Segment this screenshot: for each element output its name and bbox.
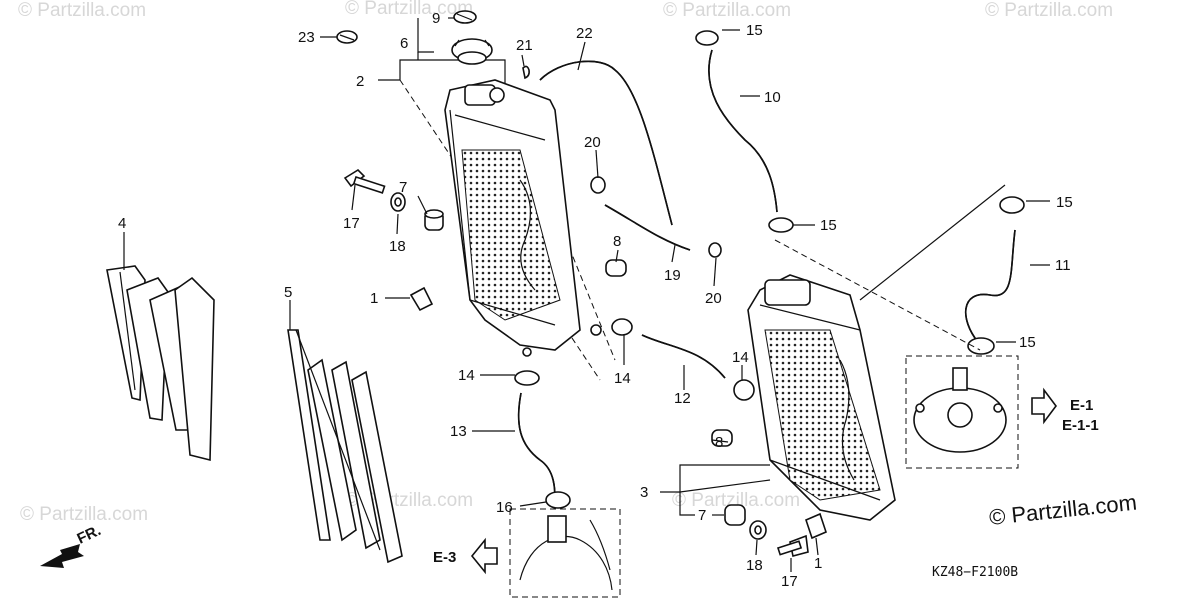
watermark: © Partzilla.com bbox=[985, 0, 1113, 21]
bolt-right bbox=[776, 534, 809, 557]
watermark-layer: © Partzilla.com © Partzilla.com © Partzi… bbox=[18, 0, 1113, 525]
mount-plate-right bbox=[805, 512, 827, 540]
clip-21 bbox=[522, 65, 530, 80]
seal-washer bbox=[336, 30, 358, 44]
callout-18: 18 bbox=[389, 238, 406, 255]
hose-clamps bbox=[514, 30, 1025, 509]
leader-line bbox=[859, 184, 1006, 301]
callout-15: 15 bbox=[746, 22, 763, 39]
callout-14: 14 bbox=[458, 367, 475, 384]
cylinder-head-inset bbox=[905, 355, 1019, 469]
reference-e3: E-3 bbox=[433, 549, 456, 566]
callout-leaders bbox=[123, 17, 1050, 572]
callout-16: 16 bbox=[496, 499, 513, 516]
callout-7: 7 bbox=[399, 179, 407, 196]
cap-seal bbox=[453, 10, 477, 24]
callout-14: 14 bbox=[614, 370, 631, 387]
callout-20: 20 bbox=[705, 290, 722, 307]
radiator-louver-5 bbox=[287, 329, 403, 564]
callout-20: 20 bbox=[584, 134, 601, 151]
callout-4: 4 bbox=[118, 215, 126, 232]
callout-12: 12 bbox=[674, 390, 691, 407]
radiator-cap bbox=[451, 38, 493, 65]
callout-8: 8 bbox=[715, 434, 723, 451]
hose-13 bbox=[517, 392, 556, 501]
callout-6: 6 bbox=[400, 35, 408, 52]
callout-11: 11 bbox=[1055, 257, 1071, 274]
callout-21: 21 bbox=[516, 37, 533, 54]
radiator-right bbox=[747, 274, 896, 521]
front-arrow-icon bbox=[40, 544, 84, 568]
callout-13: 13 bbox=[450, 423, 467, 440]
callout-1: 1 bbox=[370, 290, 378, 307]
callout-1: 1 bbox=[814, 555, 822, 572]
callout-10: 10 bbox=[764, 89, 781, 106]
callout-22: 22 bbox=[576, 25, 593, 42]
cylinder-inset bbox=[509, 508, 621, 598]
reference-arrow-e3 bbox=[470, 537, 498, 575]
reference-e1-1: E-1-1 bbox=[1062, 417, 1099, 434]
washer-right bbox=[749, 520, 767, 540]
callout-17: 17 bbox=[781, 573, 798, 590]
callout-15: 15 bbox=[1019, 334, 1036, 351]
callout-17: 17 bbox=[343, 215, 360, 232]
callout-3: 3 bbox=[640, 484, 648, 501]
grommet-right bbox=[724, 504, 746, 526]
callout-19: 19 bbox=[664, 267, 681, 284]
callout-8: 8 bbox=[613, 233, 621, 250]
callout-2: 2 bbox=[356, 73, 364, 90]
watermark: © Partzilla.com bbox=[672, 490, 800, 511]
callout-18: 18 bbox=[746, 557, 763, 574]
callout-14: 14 bbox=[732, 349, 749, 366]
callout-labels: 23 9 6 21 22 15 10 2 20 7 17 18 8 19 20 … bbox=[118, 10, 1073, 590]
watermark: © Partzilla.com bbox=[18, 0, 146, 21]
callout-5: 5 bbox=[284, 284, 292, 301]
watermark: © Partzilla.com bbox=[20, 504, 148, 525]
radiator-shroud-4 bbox=[106, 265, 215, 462]
watermark: © Partzilla.com bbox=[663, 0, 791, 21]
radiator-left bbox=[444, 79, 602, 357]
watermark: © Partzilla.com bbox=[345, 0, 473, 19]
callout-23: 23 bbox=[298, 29, 315, 46]
leader-line bbox=[774, 239, 981, 351]
callout-7: 7 bbox=[698, 507, 706, 524]
diagram-code: KZ48−F2100B bbox=[932, 565, 1018, 580]
callout-9: 9 bbox=[432, 10, 440, 27]
hose-10 bbox=[708, 49, 778, 213]
bolt-left bbox=[343, 168, 386, 194]
callout-15: 15 bbox=[1056, 194, 1073, 211]
reference-e1: E-1 bbox=[1070, 397, 1093, 414]
partzilla-logo: © Partzilla.com bbox=[988, 490, 1138, 530]
grommet-left bbox=[424, 209, 444, 231]
callout-15: 15 bbox=[820, 217, 837, 234]
mount-plate-left bbox=[409, 286, 434, 312]
reference-arrow-e1 bbox=[1031, 387, 1057, 425]
washer-left bbox=[390, 192, 406, 212]
front-label: FR. bbox=[75, 522, 104, 548]
collar-left bbox=[605, 259, 627, 277]
